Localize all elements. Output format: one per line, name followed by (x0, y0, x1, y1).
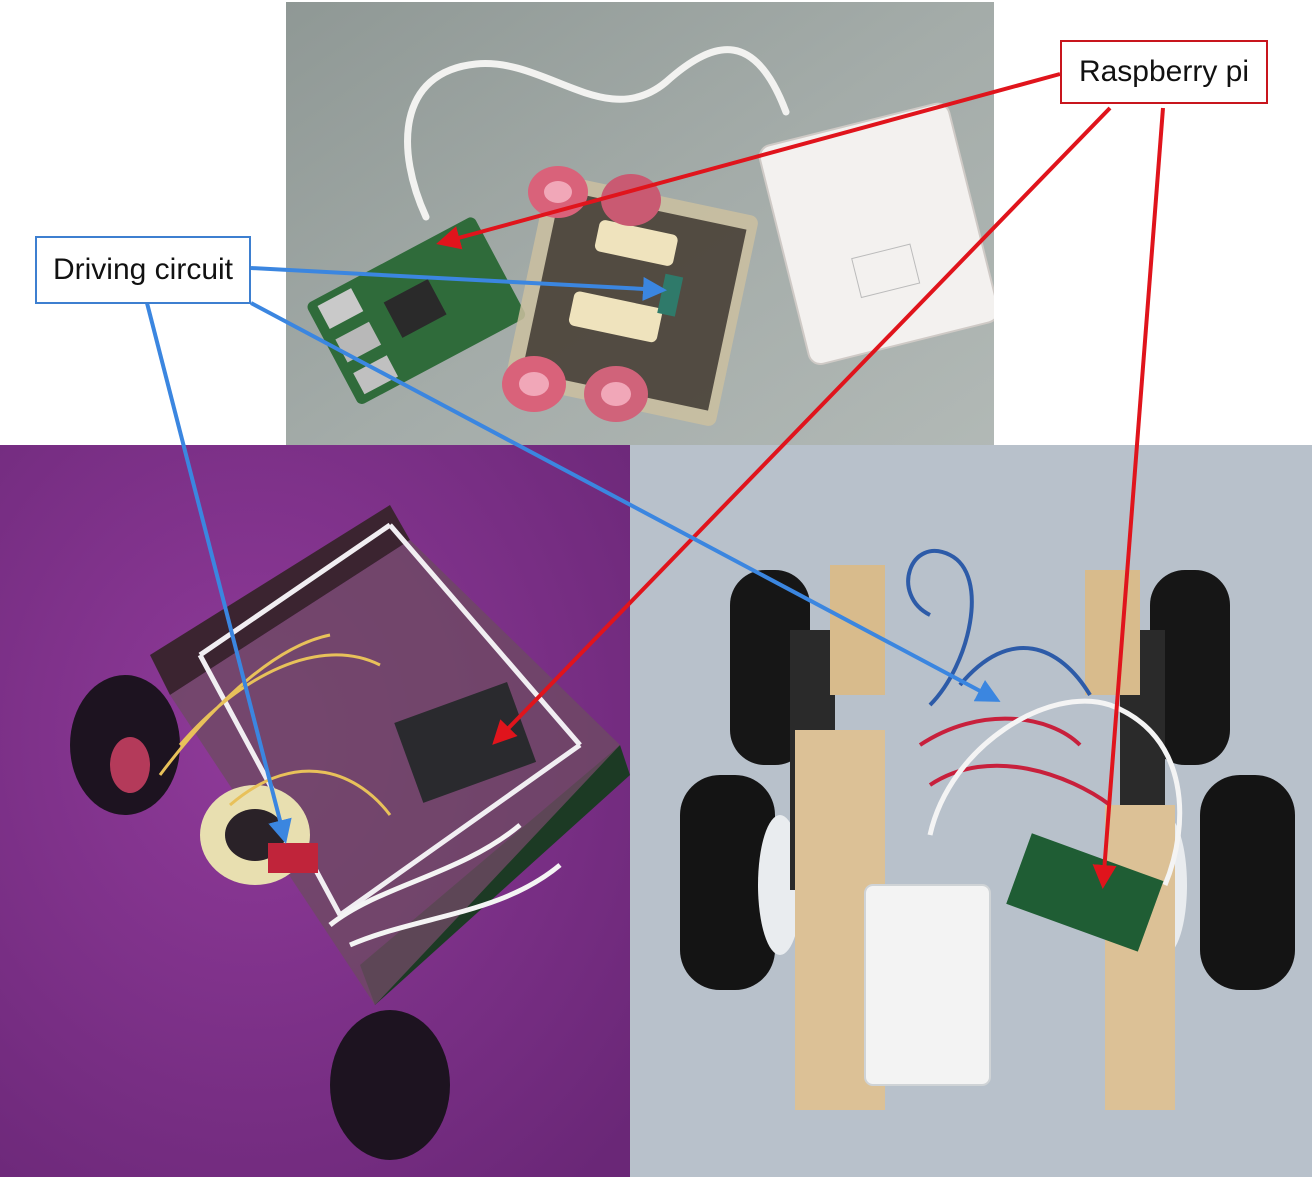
bottom-left-photo (0, 445, 630, 1177)
raspberry-pi-label: Raspberry pi (1060, 40, 1268, 104)
top-photo (286, 2, 994, 494)
bottom-right-photo (630, 445, 1312, 1177)
driving-circuit-label: Driving circuit (35, 236, 251, 304)
